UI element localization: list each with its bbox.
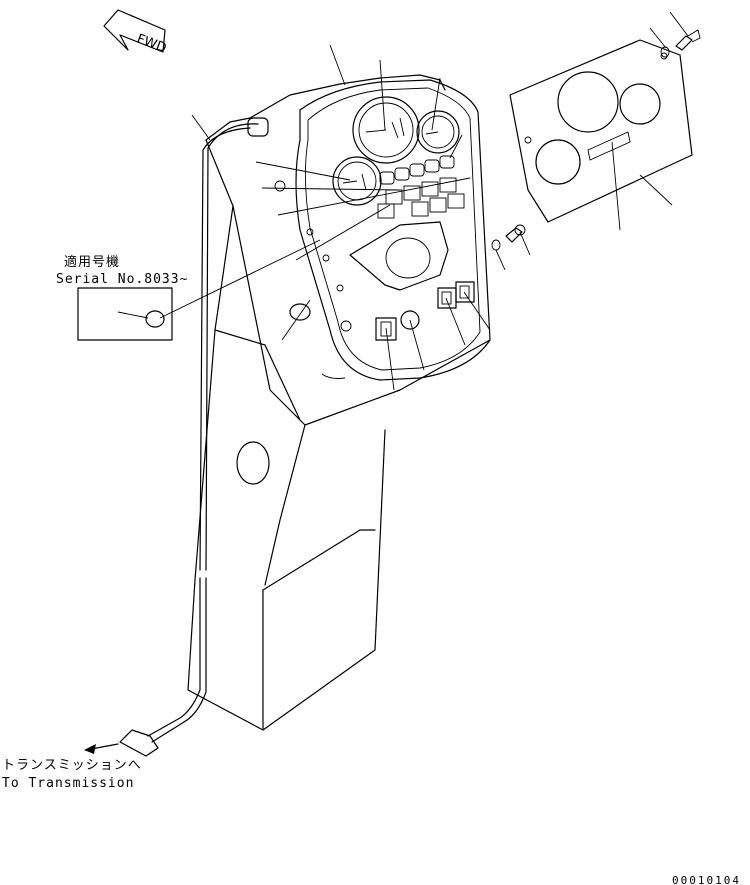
lower-switch-left <box>375 317 397 341</box>
cap-plug <box>289 303 311 321</box>
transmission-connector <box>119 729 159 757</box>
drawing-number: 00010104 <box>672 874 741 885</box>
wiring-harness <box>119 117 269 757</box>
gauge-cover <box>509 39 693 223</box>
serial-plug <box>145 310 165 328</box>
serial-label-jp: 適用号機 <box>64 254 120 270</box>
pedestal-hole <box>236 441 270 485</box>
serial-box: 適用号機 Serial No.8033~ <box>56 254 188 341</box>
console-pedestal <box>187 74 491 731</box>
lower-knob <box>400 310 420 330</box>
to-transmission-en: To Transmission <box>2 776 134 791</box>
speedometer-gauge <box>352 96 420 164</box>
serial-label-en: Serial No.8033~ <box>56 272 188 287</box>
tachometer-gauge <box>416 110 460 154</box>
indicator-lamps <box>379 155 455 185</box>
instrument-panel <box>274 79 491 381</box>
leader-lines <box>159 11 689 391</box>
to-transmission-jp: トランスミッションへ <box>2 758 142 773</box>
to-transmission: トランスミッションへ To Transmission <box>2 743 142 791</box>
switch-panel <box>377 177 465 219</box>
lower-switch-right-b <box>455 281 475 303</box>
fuel-gauge <box>332 156 382 206</box>
fwd-arrow-icon: FWD <box>103 9 169 56</box>
cover-screw-side <box>491 224 526 251</box>
arrow-icon <box>84 744 96 754</box>
cover-screw-top <box>660 29 701 58</box>
lower-switch-right-a <box>437 287 457 309</box>
panel-cutout <box>349 221 449 291</box>
fwd-label: FWD <box>135 32 169 56</box>
